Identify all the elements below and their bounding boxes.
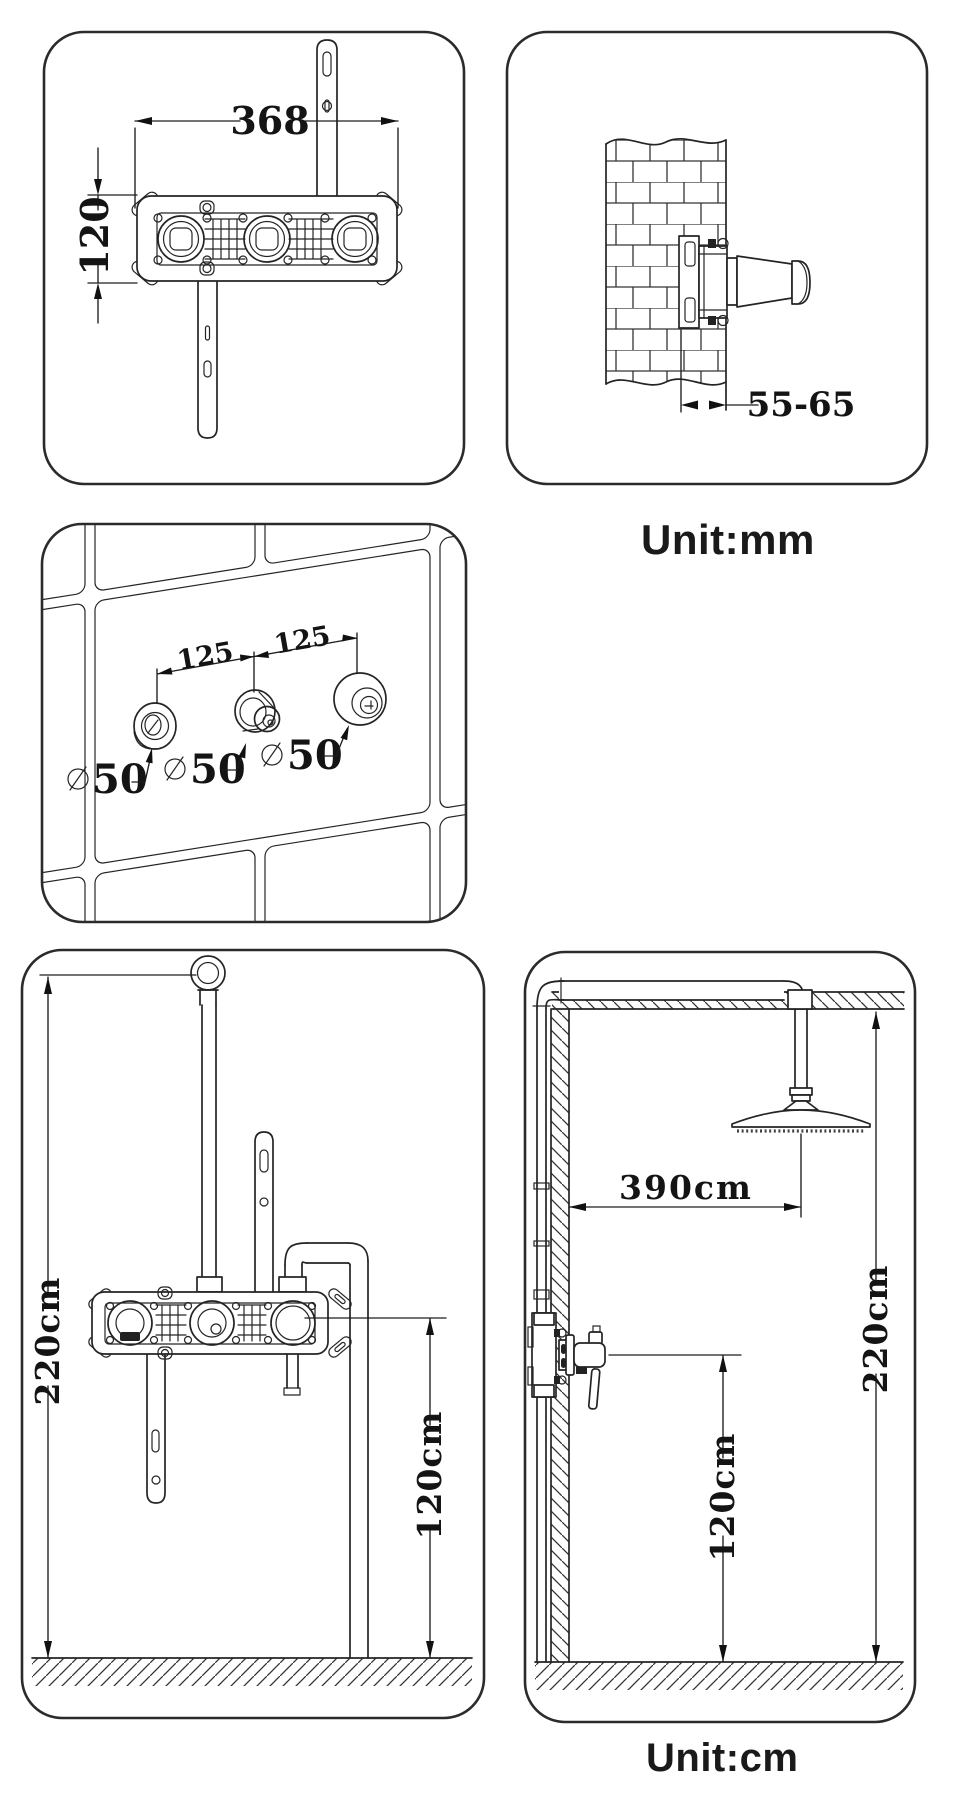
screws [105,1301,317,1345]
mounting-strap-bottom [146,1353,166,1504]
panel-tiled-wall-view: 125 125 50 50 50 [40,522,468,924]
valve-body [88,1286,352,1360]
dim-valve-height: 120cm [304,1317,449,1659]
trim-left-flange [133,702,177,750]
trim-middle-diverter [234,689,281,733]
mounting-strap-bottom [197,280,218,439]
valve-port [107,1300,316,1346]
mounting-strap-top [254,1131,274,1293]
dim-depth-label: 55-65 [747,385,856,425]
dim-valve-height: 120cm [608,1354,742,1663]
embedded-valve-section [678,235,811,329]
riser-pipe [196,1004,223,1293]
dim-depth-55-65: 55-65 [680,329,856,425]
valve-grid [204,218,334,260]
valve-trim-handle [726,255,811,308]
dim-valve-height-label: 120cm [703,1433,742,1562]
unit-mm-label: Unit:mm [641,516,815,563]
screw-bolt [708,239,716,248]
screws [153,213,377,265]
panel-border [523,950,917,1724]
floor [534,1661,904,1690]
diameter-symbol-icon [164,756,186,781]
screw-bolt [708,316,716,325]
panel-roughin-heights: 220cm 120cm [20,948,486,1720]
wall-valve-side [527,1312,606,1410]
trim-right-knob [333,672,387,726]
panel-valve-front-view: 368 120 [42,30,466,486]
panel-wall-depth-section: 55-65 [505,30,929,486]
diameter-symbol-icon [67,766,89,791]
dim-width-368: 368 [134,98,399,209]
unit-cm-label: Unit:cm [646,1736,799,1780]
panel-installed-side-view: 390cm 220cm 120cm [523,950,917,1724]
handshower-outlet-stub [283,1353,301,1396]
dim-valve-height-label: 120cm [410,1411,449,1540]
dim-total-height: 220cm [856,1011,895,1663]
rain-shower-head [731,1100,871,1133]
floor [31,1657,473,1686]
dim-height-120: 120 [72,147,138,324]
dim-width-label: 368 [230,98,309,143]
valve-port [157,215,379,263]
supply-pipe [532,977,785,1663]
hole-diameter-label-3: 50 [261,725,349,779]
diameter-symbol-icon [261,742,283,767]
valve-grid [155,1304,267,1342]
hole-diameter-label-2: 50 [164,743,246,793]
lever-handle [587,1368,601,1410]
hole-diameter-value: 50 [92,756,148,803]
mixer-body [573,1342,606,1368]
dim-total-height: 220cm [28,974,197,1659]
ceiling-supply-ring [190,955,226,1006]
valve-body [131,191,403,286]
dim-total-height-label: 220cm [28,1277,67,1406]
hole-diameter-label-1: 50 [67,748,153,803]
dim-height-label: 120 [72,196,117,275]
ceiling-shower-arm [783,980,813,1102]
dim-head-offset-label: 390cm [619,1168,753,1207]
mounting-strap-top [316,39,338,197]
dim-head-offset: 390cm [568,1133,802,1218]
dim-total-height-label: 220cm [856,1265,895,1394]
tile-grid [43,525,465,921]
